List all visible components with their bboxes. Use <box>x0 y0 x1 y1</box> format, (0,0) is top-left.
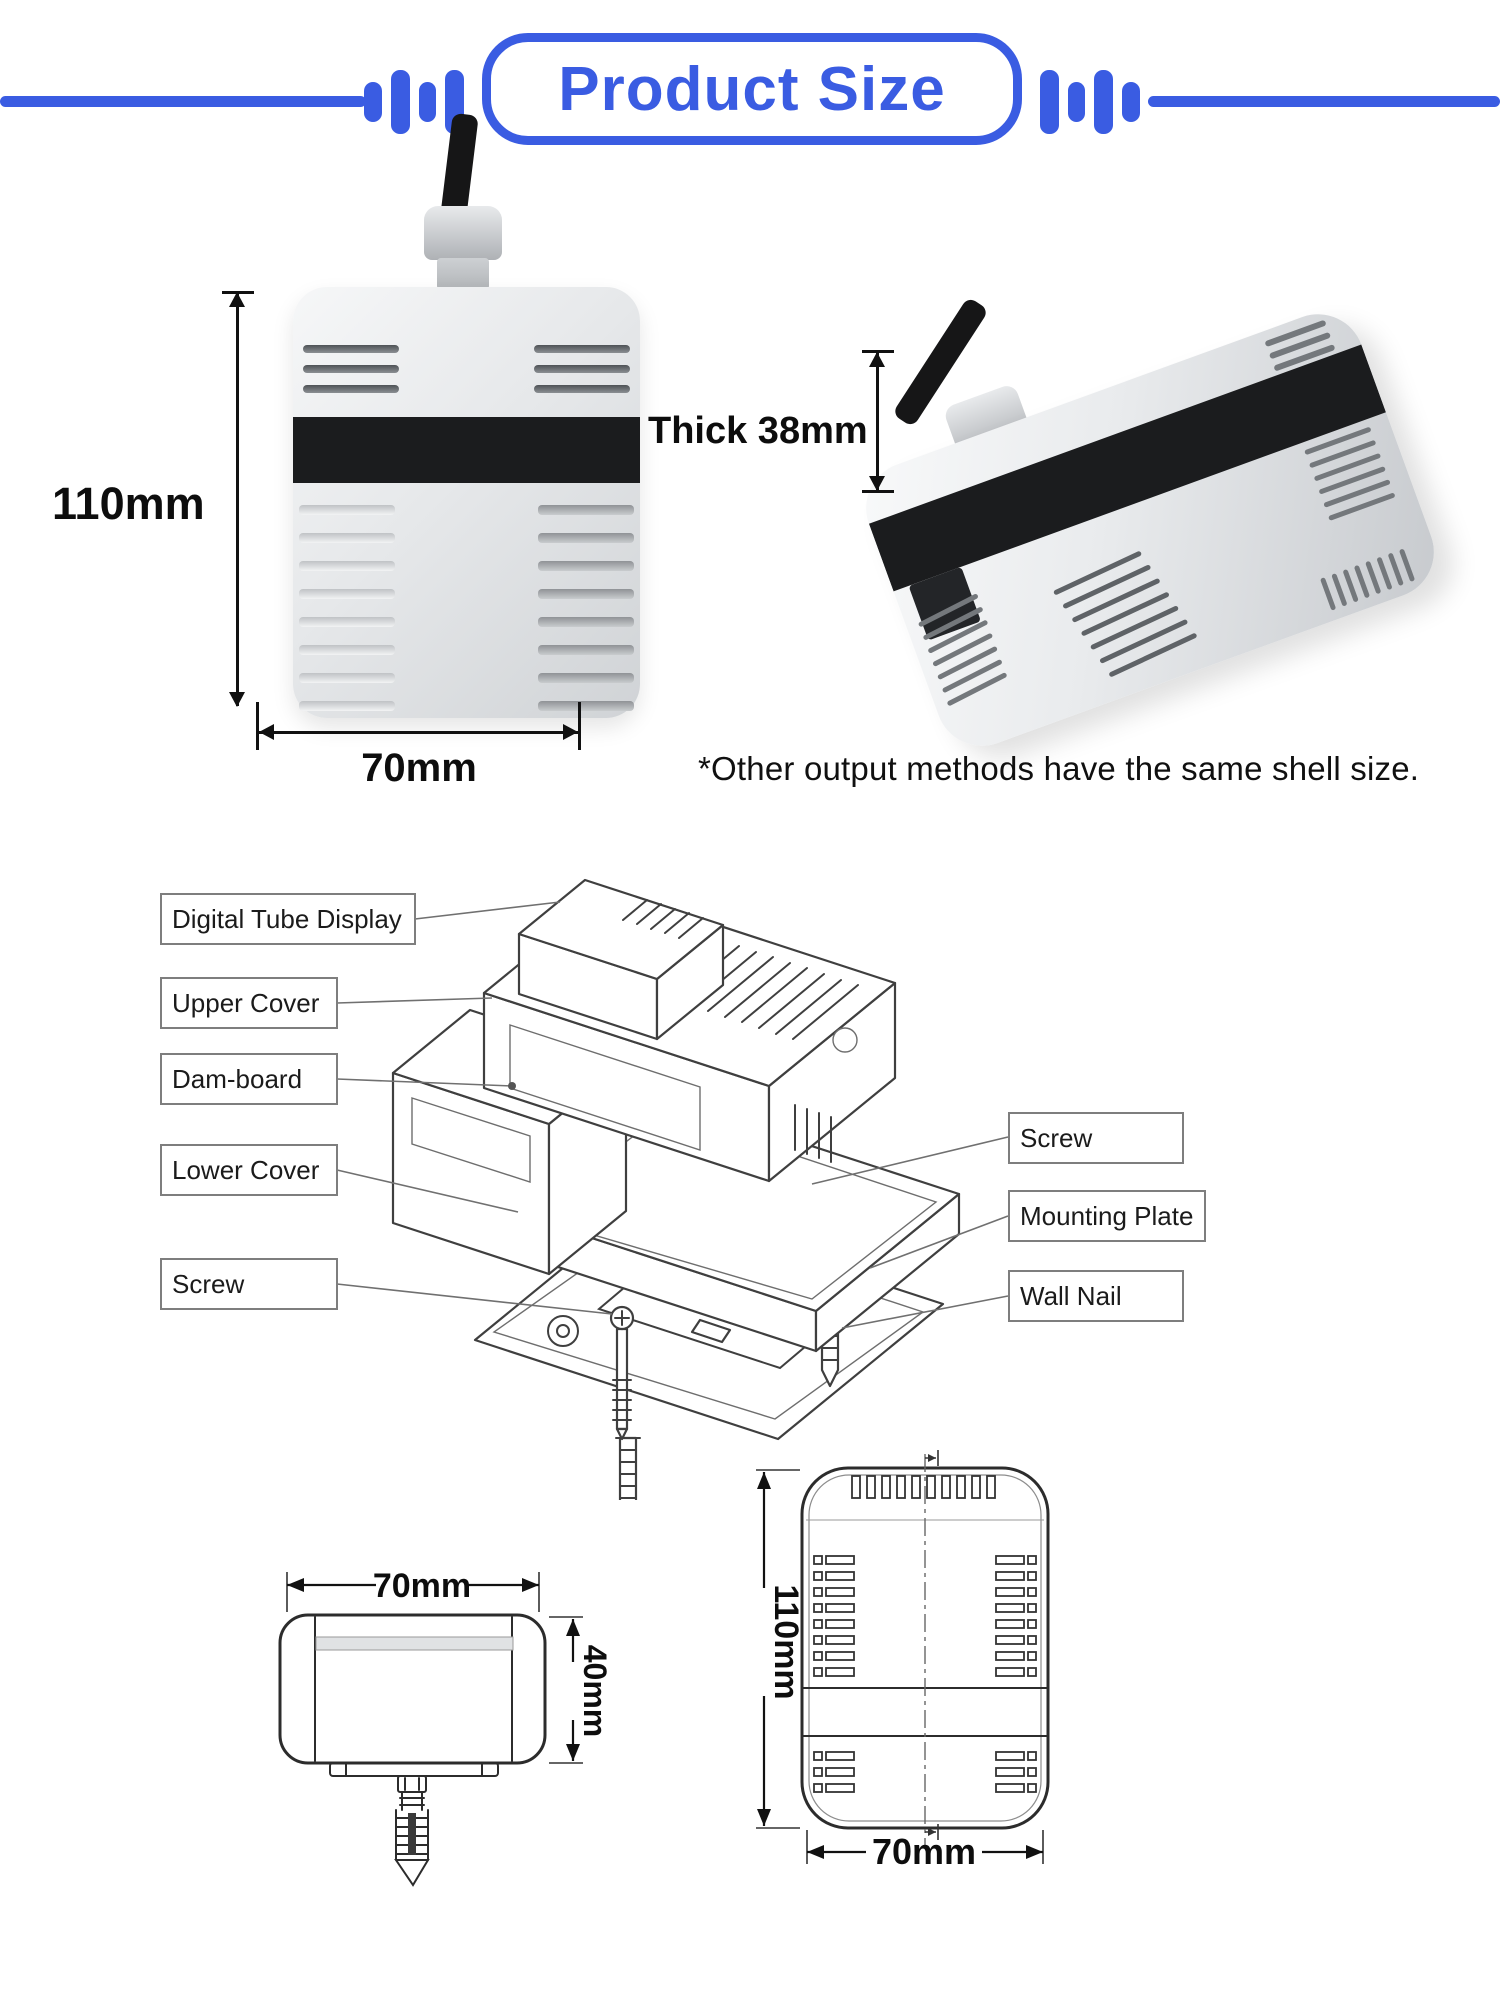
screw-drawing <box>394 1775 430 1887</box>
back-width-label: 70mm <box>872 1831 976 1872</box>
height-dim-line <box>236 293 239 706</box>
width-dim-line <box>258 731 580 734</box>
exploded-diagram <box>336 878 1009 1500</box>
header-right-bar-4 <box>1122 82 1140 122</box>
front-device-body <box>293 287 640 718</box>
front-cable-gland-neck <box>437 258 489 290</box>
page-title: Product Size <box>558 54 946 124</box>
front-display-band <box>293 417 640 483</box>
back-height-label: 110mm <box>767 1584 805 1699</box>
side-height-label: 40mm <box>577 1645 613 1738</box>
title-box: Product Size <box>482 33 1022 145</box>
label-screw-left: Screw <box>160 1258 338 1310</box>
wall-nail-bottom-drawing <box>615 1436 641 1500</box>
label-lower-cover: Lower Cover <box>160 1144 338 1196</box>
header-right-bar-2 <box>1068 82 1085 122</box>
screw-left-drawing <box>609 1305 635 1441</box>
lower-vent-slots <box>813 1751 1037 1793</box>
label-dam-board: Dam-board <box>160 1053 338 1105</box>
header-right-bar-3 <box>1094 70 1113 134</box>
label-mounting-plate: Mounting Plate <box>1008 1190 1206 1242</box>
label-wall-nail: Wall Nail <box>1008 1270 1184 1322</box>
side-view-drawing: 70mm 40mm <box>278 1567 613 1887</box>
thickness-dim-label: Thick 38mm <box>648 410 868 452</box>
perspective-display-band <box>868 344 1386 592</box>
height-dim-label: 110mm <box>52 478 205 529</box>
front-cable-gland <box>424 206 502 260</box>
header-left-bar-1 <box>364 82 382 122</box>
comb-vents <box>851 1475 996 1499</box>
header-left-bar-2 <box>391 70 410 134</box>
header-right-bar-1 <box>1040 70 1059 134</box>
upper-vent-slots <box>813 1555 1037 1677</box>
header-right-line <box>1148 96 1500 107</box>
label-screw-right: Screw <box>1008 1112 1184 1164</box>
display-housing-drawing <box>517 878 725 1041</box>
thickness-dim-line <box>876 352 879 490</box>
label-digital-tube-display: Digital Tube Display <box>160 893 416 945</box>
header-left-bar-3 <box>419 82 436 122</box>
label-upper-cover: Upper Cover <box>160 977 338 1029</box>
note-text: *Other output methods have the same shel… <box>698 750 1420 787</box>
leader-lines <box>336 901 1009 1329</box>
header-left-line <box>0 96 366 107</box>
side-width-label: 70mm <box>373 1567 471 1605</box>
width-dim-label: 70mm <box>361 746 477 790</box>
back-view-drawing: 110mm 70mm <box>756 1450 1050 1872</box>
